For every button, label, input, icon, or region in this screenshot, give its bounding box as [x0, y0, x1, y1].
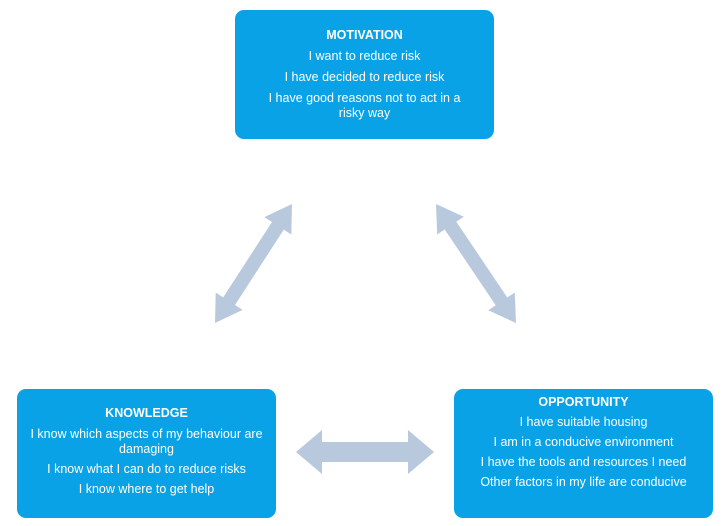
opportunity-line: I have suitable housing	[519, 415, 648, 429]
opportunity-line: I have the tools and resources I need	[480, 455, 687, 469]
opportunity-line: I am in a conducive environment	[493, 435, 674, 449]
motivation-line: I have decided to reduce risk	[284, 70, 445, 84]
opportunity-box: OPPORTUNITY I have suitable housing I am…	[454, 389, 713, 518]
motivation-line: I have good reasons not to act in a risk…	[268, 91, 461, 120]
knowledge-line: I know which aspects of my behaviour are…	[30, 427, 263, 456]
knowledge-line: I know what I can do to reduce risks	[47, 462, 246, 476]
motivation-box: MOTIVATION I want to reduce risk I have …	[235, 10, 494, 139]
arrow-knowledge-opportunity	[296, 430, 434, 474]
motivation-line: I want to reduce risk	[308, 49, 421, 63]
arrow-knowledge-motivation	[215, 204, 292, 323]
knowledge-title: KNOWLEDGE	[105, 406, 188, 420]
opportunity-title: OPPORTUNITY	[538, 395, 629, 409]
motivation-title: MOTIVATION	[326, 28, 403, 42]
knowledge-box: KNOWLEDGE I know which aspects of my beh…	[17, 389, 276, 518]
opportunity-line: Other factors in my life are conducive	[480, 475, 687, 489]
arrow-motivation-opportunity	[436, 204, 516, 323]
knowledge-line: I know where to get help	[78, 482, 215, 496]
